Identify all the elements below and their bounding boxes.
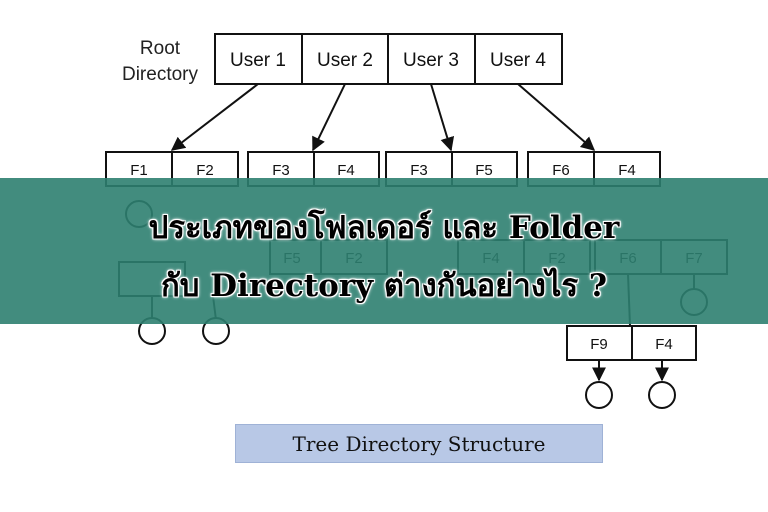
user-row: User 1 User 2 User 3 User 4: [214, 33, 563, 85]
diagram-caption: Tree Directory Structure: [235, 424, 603, 463]
arrow: [312, 83, 346, 152]
user-cell: [214, 33, 303, 85]
folder-label: F3: [272, 162, 290, 179]
user-cell: [474, 33, 563, 85]
arrow: [517, 83, 596, 151]
folder-cell: [631, 325, 697, 361]
arrow: [430, 83, 455, 152]
folder-label: F4: [655, 336, 673, 353]
arrow: [170, 83, 259, 151]
user-cell: [301, 33, 389, 85]
folder-label: F2: [196, 162, 214, 179]
folder-label: F1: [130, 162, 148, 179]
user-label: User 1: [230, 50, 286, 71]
folder-cell: [566, 325, 633, 361]
user-label: User 2: [317, 50, 373, 71]
sub-folder-pair: F9 F4: [566, 273, 697, 409]
folder-label: F5: [475, 162, 493, 179]
folder-label: F4: [337, 162, 355, 179]
banner-title-line-1: ประเภทของโฟลเดอร์ และ Folder: [148, 210, 620, 246]
user-label: User 3: [403, 50, 459, 71]
user-arrows: [170, 83, 596, 152]
folder-label: F9: [590, 336, 608, 353]
banner-title-line-2: กับ Directory ต่างกันอย่างไร ?: [160, 268, 608, 304]
root-label-line: Root: [139, 38, 181, 59]
root-directory-label: Root Directory: [112, 36, 208, 88]
folder-label: F6: [552, 162, 570, 179]
file-node: [585, 381, 613, 409]
file-node: [648, 381, 676, 409]
folder-label: F4: [618, 162, 636, 179]
root-label-line: Directory: [121, 64, 198, 85]
folder-label: F3: [410, 162, 428, 179]
title-banner: ประเภทของโฟลเดอร์ และ Folder กับ Directo…: [0, 178, 768, 324]
user-label: User 4: [490, 50, 546, 71]
